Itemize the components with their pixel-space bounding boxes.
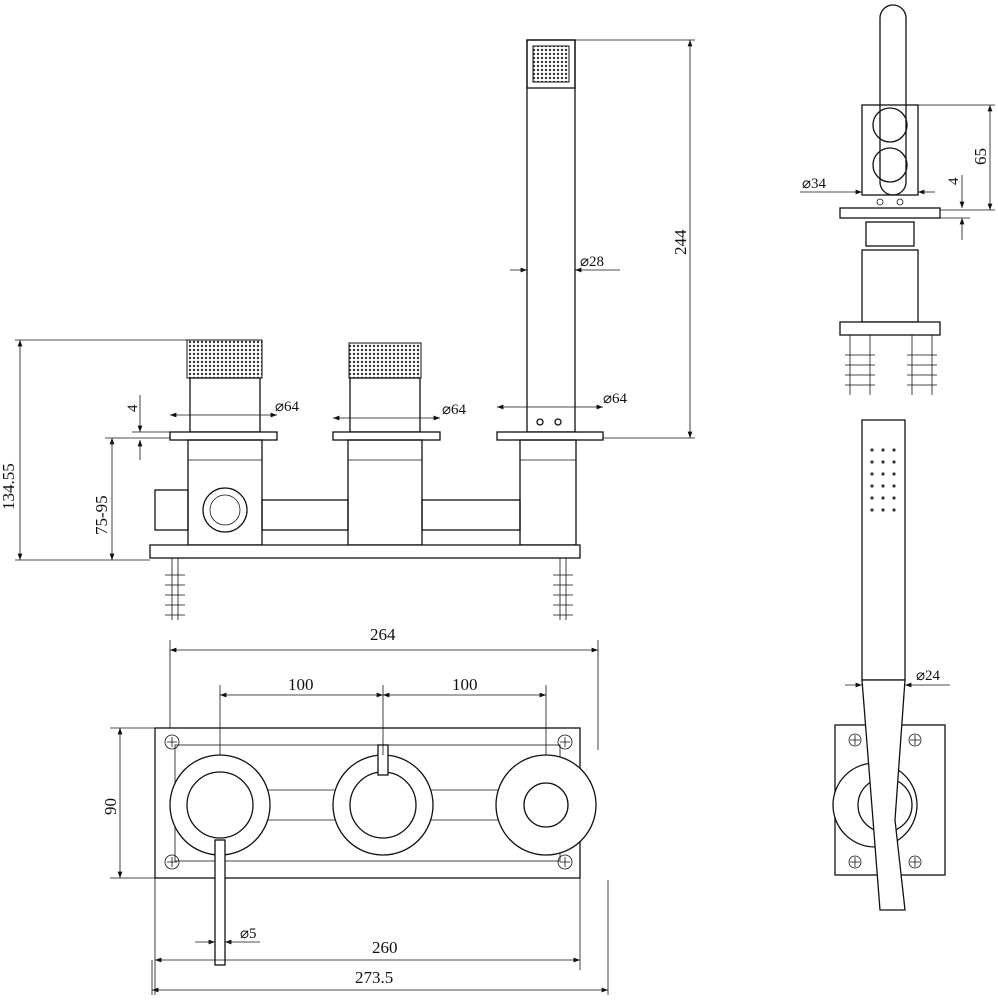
wall-depth-label: 75-95 [92, 495, 111, 535]
spout-diameter-label: ⌀28 [580, 254, 604, 270]
elevation-dimensions: 244 ⌀28 ⌀64 ⌀64 ⌀64 134.55 75-95 4 [0, 39, 695, 561]
handshower-diameter-label: ⌀24 [916, 668, 941, 684]
spout [526, 39, 576, 433]
side-flange-diameter-label: ⌀34 [802, 176, 827, 192]
side-flange-thickness-label: 4 [946, 177, 962, 185]
plate-height-label: 90 [101, 798, 120, 815]
spray-nozzles [870, 448, 896, 512]
spacing-left-label: 100 [288, 675, 314, 694]
spacing-right-label: 100 [452, 675, 478, 694]
left-handle-knurled [186, 339, 263, 379]
side-view [832, 4, 946, 911]
total-height-label: 134.55 [0, 463, 18, 510]
left-flange-diameter-label: ⌀64 [275, 399, 300, 415]
middle-handle-knurled [348, 342, 422, 379]
side-dimensions: 65 4 ⌀34 ⌀24 [800, 104, 995, 688]
front-view [154, 727, 597, 966]
hand-shower [861, 419, 906, 681]
side-height-label: 65 [971, 148, 990, 165]
flange-thickness-label: 4 [125, 404, 141, 412]
lever-diameter-label: ⌀5 [240, 926, 257, 942]
spout-flange-diameter-label: ⌀64 [603, 391, 628, 407]
elevation-view [149, 39, 604, 620]
middle-flange-diameter-label: ⌀64 [442, 402, 467, 418]
lever [214, 839, 226, 966]
plate-width-label: 260 [372, 938, 398, 957]
front-dimensions: 264 100 100 90 ⌀5 260 273.5 [101, 625, 609, 995]
spout-height-label: 244 [671, 229, 690, 255]
outer-width-label: 264 [370, 625, 396, 644]
overall-width-label: 273.5 [355, 968, 393, 987]
mounting-screws [164, 734, 573, 870]
